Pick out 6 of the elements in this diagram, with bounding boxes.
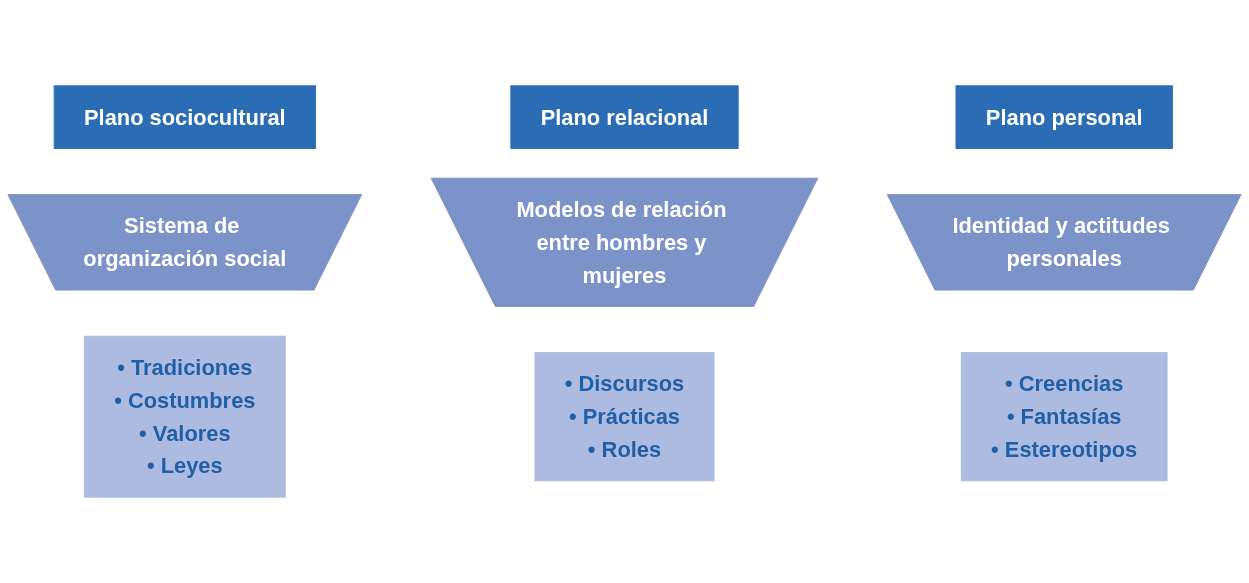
node-box: • Creencias • Fantasías • Estereotipos [960, 352, 1168, 482]
node-box: • Tradiciones • Costumbres • Valores • Leyes [83, 335, 286, 498]
node-box: Plano relacional [510, 85, 739, 149]
node-box: Plano personal [955, 85, 1173, 149]
node-box: Plano sociocultural [53, 85, 316, 149]
node-box: • Discursos • Prácticas • Roles [534, 352, 715, 482]
